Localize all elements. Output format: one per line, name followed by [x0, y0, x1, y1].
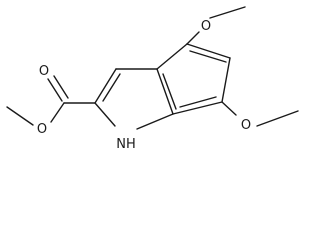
ester-oxygen-label: O	[37, 122, 47, 137]
bond-c6-c7-inner	[179, 96, 217, 108]
methoxy-oxygen-4-label: O	[201, 19, 211, 34]
bond-c6-o	[221, 101, 237, 116]
bond-carbonyl-o-b	[53, 75, 69, 99]
molecule-svg: O O O O NH	[6, 6, 299, 152]
bond-c4-o	[186, 31, 200, 45]
bond-c6-c7-outer	[172, 101, 223, 115]
bond-c2-c3-inner	[102, 73, 121, 102]
bond-c3a-c7a-outer	[156, 68, 174, 115]
bond-o-methyl-4	[209, 6, 246, 19]
bond-c4-c5-inner	[189, 50, 227, 63]
bond-c2-c3-outer	[94, 68, 117, 104]
methoxy-oxygen-6-label: O	[241, 118, 251, 133]
bond-c4-c5-outer	[186, 43, 231, 59]
carbonyl-oxygen-label: O	[39, 64, 49, 79]
bond-c5-c6	[221, 57, 231, 103]
bond-c7a-n1	[136, 113, 174, 130]
bond-carbonyl-ester-o	[50, 102, 65, 123]
bond-c3a-c7a-inner	[162, 73, 177, 110]
bond-c3a-c4	[156, 43, 188, 70]
structure-diagram: O O O O NH	[6, 6, 299, 152]
bond-ester-o-methyl	[6, 106, 34, 126]
bond-o-methyl-6	[256, 110, 299, 127]
bond-carbonyl-o-a	[47, 78, 63, 102]
bond-n1-c2	[94, 102, 116, 127]
ring-nitrogen-label: NH	[116, 137, 136, 152]
